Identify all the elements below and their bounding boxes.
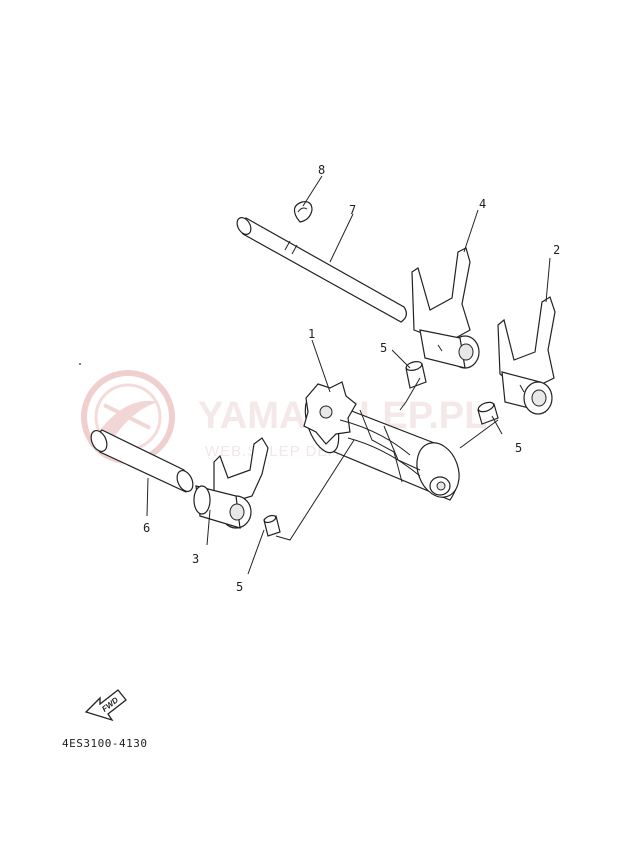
part-1-shift-drum [303, 381, 460, 501]
part-5-guide-pin-right [477, 401, 499, 425]
part-7-guide-bar [236, 217, 407, 323]
callout-5-lower: 5 [236, 580, 243, 594]
fwd-arrow-icon: FWD [84, 689, 127, 722]
callouts: 1 2 3 4 5 5 5 6 7 8 [143, 163, 560, 594]
callout-6: 6 [143, 521, 150, 535]
callout-5-upper: 5 [380, 341, 387, 355]
callout-3: 3 [192, 552, 199, 566]
diagram-code: 4ES3100-4130 [62, 737, 147, 750]
part-3-shift-fork [193, 437, 269, 529]
part-2-shift-fork [497, 296, 556, 415]
part-4-shift-fork [411, 247, 480, 369]
callout-1: 1 [308, 327, 315, 341]
callout-4: 4 [479, 197, 486, 211]
stray-dot [79, 363, 81, 365]
leader-lines [146, 175, 551, 575]
drum-star-cam [303, 381, 357, 445]
part-5-guide-pin-lower [263, 514, 281, 537]
callout-7: 7 [349, 203, 356, 217]
part-8-circlip [293, 201, 313, 223]
callout-2: 2 [553, 243, 560, 257]
callout-8: 8 [318, 163, 325, 177]
callout-5-right: 5 [515, 441, 522, 455]
part-6-collar [90, 429, 194, 493]
part-5-guide-pin-upper [405, 361, 427, 389]
